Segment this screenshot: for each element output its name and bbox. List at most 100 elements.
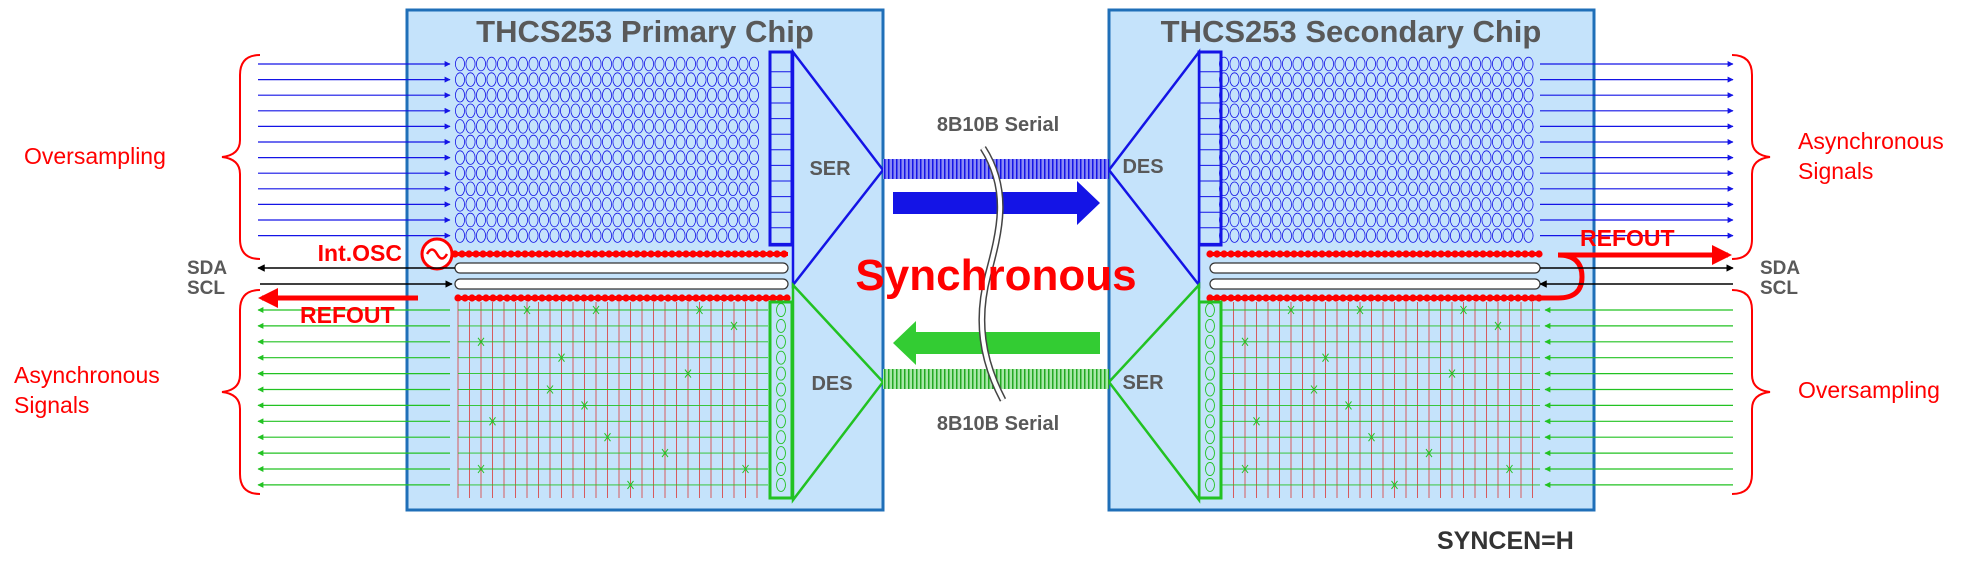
right-bottom-brace <box>1731 289 1771 495</box>
oversample-cell <box>581 119 592 134</box>
oversample-cell <box>1334 56 1345 72</box>
oversample-cell <box>1450 72 1461 87</box>
oversample-cell <box>1418 103 1429 119</box>
oversample-cell <box>475 134 486 150</box>
oversample-cell <box>465 87 476 103</box>
oversample-cell <box>707 181 718 197</box>
bundle-cell <box>776 303 786 317</box>
oversample-cell <box>1282 103 1293 119</box>
clock-rail-dot <box>605 250 613 258</box>
oversample-cell <box>1250 119 1261 134</box>
oversample-cell <box>749 228 760 243</box>
oversample-cell <box>654 197 665 212</box>
clock-rail-dot <box>1332 250 1340 258</box>
oversample-cell <box>1387 181 1398 197</box>
oversample-cell <box>528 165 539 181</box>
oversample-cell <box>1418 165 1429 181</box>
oversample-cell <box>1250 87 1261 103</box>
oversample-cell <box>1366 72 1377 87</box>
right-async-label-line1: Asynchronous <box>1798 128 1944 154</box>
oversample-cell <box>1345 228 1356 243</box>
clock-rail-dot <box>720 294 728 302</box>
oversample-cell <box>1303 103 1314 119</box>
clock-rail-dot <box>1318 294 1326 302</box>
oversample-cell <box>717 72 728 87</box>
oversample-cell <box>644 165 655 181</box>
oversample-cell <box>1219 134 1230 150</box>
primary-ser-triangle <box>791 48 885 289</box>
oversample-cell <box>1408 150 1419 165</box>
crosspoint <box>696 305 703 315</box>
oversample-cell <box>581 87 592 103</box>
oversample-cell <box>1387 119 1398 134</box>
oversample-cell <box>539 103 550 119</box>
oversample-cell <box>1345 150 1356 165</box>
oversample-cell <box>1334 197 1345 212</box>
oversample-cell <box>738 165 749 181</box>
oversample-cell <box>1261 181 1272 197</box>
clock-rail-dot <box>1374 294 1382 302</box>
oversample-cell <box>507 181 518 197</box>
clock-rail-dot <box>1220 294 1228 302</box>
oversample-cell <box>1460 72 1471 87</box>
oversample-cell <box>1397 87 1408 103</box>
bundle-cell <box>776 382 786 397</box>
oversample-cell <box>644 181 655 197</box>
oversample-cell <box>1492 150 1503 165</box>
oversample-cell <box>475 119 486 134</box>
oversample-cell <box>1408 212 1419 228</box>
oversample-cell <box>1219 228 1230 243</box>
oversample-cell <box>1303 150 1314 165</box>
oversample-cell <box>738 150 749 165</box>
oversample-cell <box>1261 165 1272 181</box>
oversample-cell <box>612 165 623 181</box>
oversample-cell <box>1460 56 1471 72</box>
oversample-cell <box>1513 228 1524 243</box>
oversample-cell <box>1387 228 1398 243</box>
oversample-cell <box>623 56 634 72</box>
oversample-cell <box>1355 165 1366 181</box>
oversample-cell <box>1250 103 1261 119</box>
oversample-cell <box>1324 103 1335 119</box>
oversample-cell <box>1471 197 1482 212</box>
oversample-cell <box>549 212 560 228</box>
oversample-cell <box>1376 197 1387 212</box>
oversample-cell <box>644 119 655 134</box>
clock-rail-dot <box>675 250 683 258</box>
oversample-cell <box>1460 181 1471 197</box>
clock-rail-dot <box>615 294 623 302</box>
oversample-cell <box>612 72 623 87</box>
clock-rail-dot <box>1311 250 1319 258</box>
oversample-cell <box>1418 72 1429 87</box>
crosspoint <box>592 305 600 315</box>
oversample-cell <box>728 56 739 72</box>
oversample-cell <box>1481 119 1492 134</box>
crosspoint <box>1506 464 1513 474</box>
oversample-cell <box>539 212 550 228</box>
oversample-cell <box>1523 134 1534 150</box>
oversample-cell <box>1219 56 1230 72</box>
clock-rail-dot <box>591 250 599 258</box>
oversample-cell <box>1397 150 1408 165</box>
oversample-cell <box>465 197 476 212</box>
oversample-cell <box>1387 150 1398 165</box>
oversample-cell <box>1313 119 1324 134</box>
oversample-cell <box>1229 197 1240 212</box>
oversample-cell <box>1429 87 1440 103</box>
oversample-cell <box>1271 87 1282 103</box>
oversample-cell <box>528 119 539 134</box>
bundle-cell <box>776 477 786 492</box>
oversample-cell <box>1387 165 1398 181</box>
oversample-cell <box>623 212 634 228</box>
clock-rail-dot <box>528 250 536 258</box>
oversample-cell <box>1261 119 1272 134</box>
oversample-cell <box>496 103 507 119</box>
clock-rail-dot <box>594 294 602 302</box>
oversample-cell <box>1471 103 1482 119</box>
clock-rail-dot <box>1353 294 1361 302</box>
oversample-cell <box>1366 181 1377 197</box>
oversample-cell <box>465 181 476 197</box>
oversample-cell <box>1324 212 1335 228</box>
serial-label-bottom: 8B10B Serial <box>937 413 1059 435</box>
oversample-cell <box>623 87 634 103</box>
